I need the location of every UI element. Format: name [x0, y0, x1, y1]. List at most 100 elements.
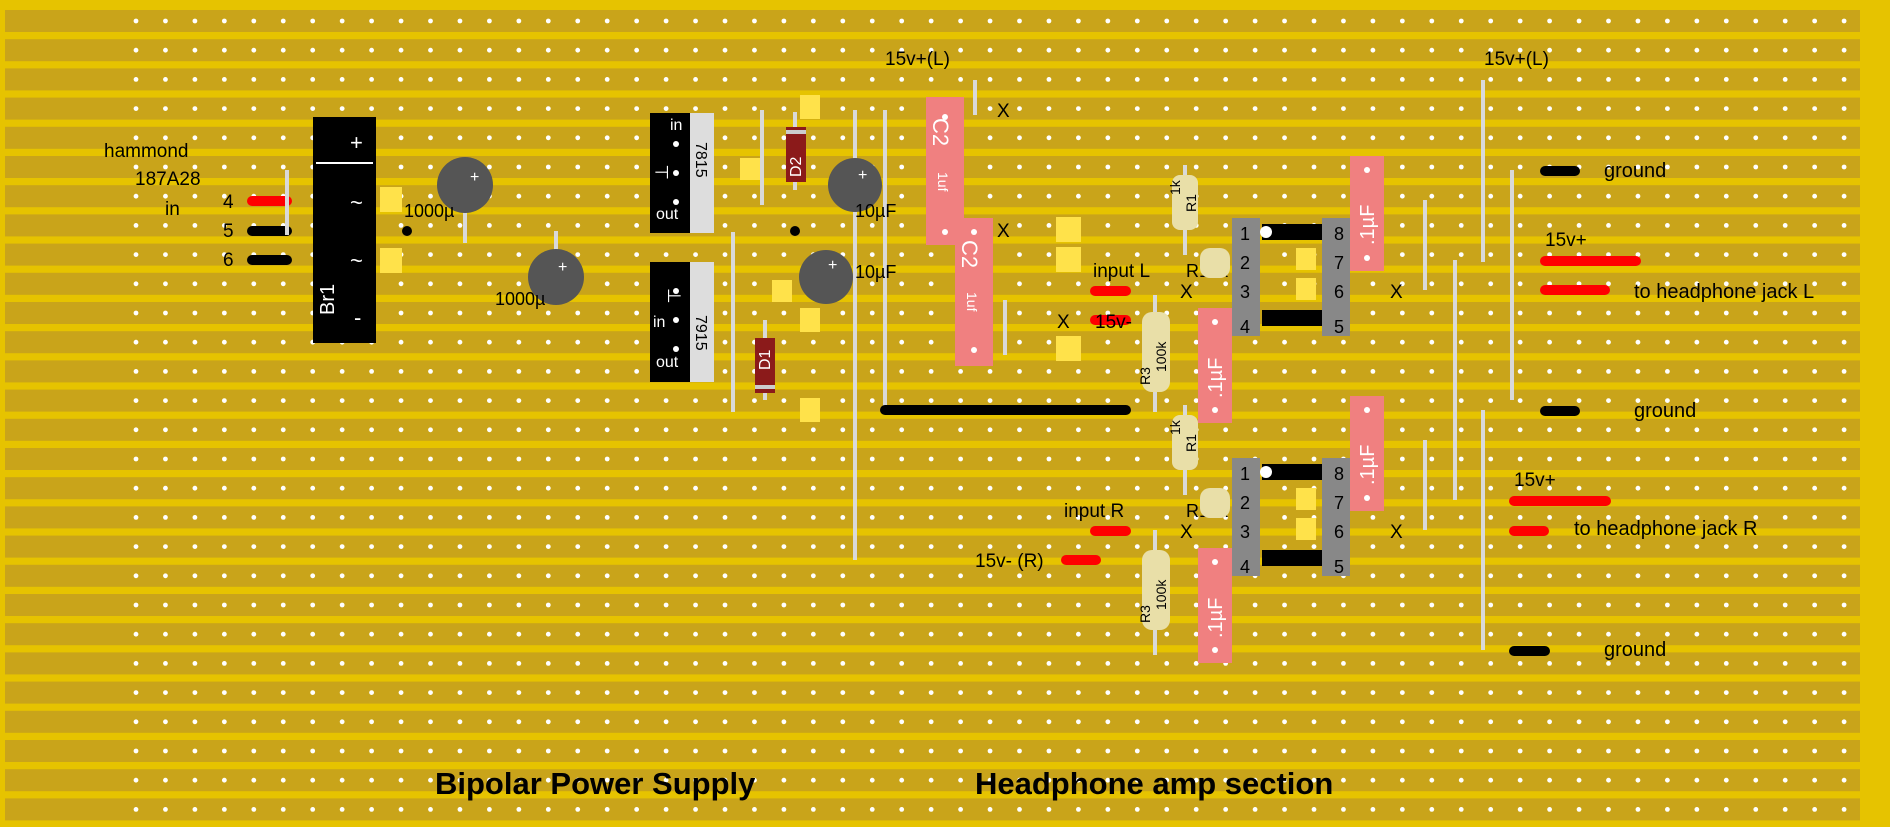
hammond-in-label: in	[165, 199, 180, 220]
strip-hole	[516, 398, 522, 403]
strip-hole	[663, 77, 669, 82]
strip-hole	[1635, 631, 1641, 637]
strip-hole	[1370, 18, 1376, 24]
strip-hole	[1105, 515, 1111, 520]
strip-hole	[1665, 807, 1670, 812]
strip-hole	[1341, 719, 1346, 725]
strip-hole	[428, 193, 433, 199]
strip-hole	[251, 807, 257, 812]
strip-hole	[604, 47, 610, 53]
strip-hole	[1635, 748, 1641, 754]
strip-hole	[810, 573, 816, 579]
strip-hole	[516, 690, 522, 695]
input-R-label: input R	[1064, 501, 1124, 522]
strip-hole	[251, 661, 257, 666]
strip-hole	[1134, 515, 1140, 520]
strip-hole	[1488, 573, 1494, 579]
strip-hole	[369, 544, 374, 549]
strip-hole	[1547, 398, 1552, 403]
strip-hole	[1193, 485, 1199, 491]
strip-hole	[1105, 602, 1111, 608]
strip-hole	[928, 661, 934, 666]
strip-hole	[545, 631, 551, 637]
strip-hole	[487, 661, 492, 666]
cap-01uF-3: .1µF	[1350, 156, 1384, 271]
strip-hole	[516, 427, 522, 433]
strip-hole	[1134, 485, 1140, 491]
strip-hole	[781, 310, 787, 316]
strip-hole	[545, 398, 551, 403]
strip-hole	[1547, 77, 1552, 82]
strip-hole	[634, 807, 640, 812]
strip-hole	[1017, 223, 1022, 228]
neg15-L-label: 15v-	[1095, 312, 1132, 333]
strip-hole	[987, 456, 993, 462]
strip-hole	[398, 135, 404, 141]
strip-hole	[133, 777, 139, 783]
strip-hole	[575, 398, 581, 403]
strip-hole	[1547, 748, 1552, 754]
strip-hole	[1606, 398, 1611, 403]
strip-hole	[1105, 777, 1111, 783]
strip-hole	[1311, 193, 1317, 199]
strip-hole	[958, 456, 963, 462]
strip-hole	[722, 661, 728, 666]
strip-hole	[516, 602, 522, 608]
strip-hole	[1399, 661, 1405, 666]
strip-hole	[1046, 777, 1052, 783]
strip-hole	[575, 252, 581, 257]
strip-hole	[1076, 602, 1081, 608]
strip-hole	[1517, 18, 1523, 24]
strip-hole	[192, 719, 198, 725]
strip-hole	[310, 777, 316, 783]
strip-hole	[545, 47, 551, 53]
strip-hole	[1606, 573, 1611, 579]
strip-hole	[545, 807, 551, 812]
strip-hole	[1370, 47, 1376, 53]
strip-hole	[752, 777, 757, 783]
strip-hole	[251, 281, 257, 287]
strip-hole	[1694, 602, 1700, 608]
strip-hole	[1782, 544, 1788, 549]
strip-hole	[1076, 573, 1081, 579]
strip-hole	[1046, 398, 1052, 403]
strip-hole	[457, 281, 463, 287]
strip-hole	[1635, 427, 1641, 433]
strip-hole	[1458, 690, 1464, 695]
strip-hole	[1429, 573, 1435, 579]
strip-hole	[457, 690, 463, 695]
strip-hole	[781, 369, 787, 374]
strip-hole	[133, 106, 139, 111]
strip-hole	[369, 602, 374, 608]
pad-col-1	[1056, 217, 1081, 242]
strip-hole	[958, 544, 963, 549]
strip-hole	[1223, 456, 1229, 462]
strip-hole	[1723, 398, 1729, 403]
strip-hole	[1458, 281, 1464, 287]
pos15-label-2: 15v+	[1514, 470, 1556, 491]
strip-hole	[1341, 193, 1346, 199]
strip-hole	[1782, 748, 1788, 754]
strip-hole	[1105, 427, 1111, 433]
strip-hole	[634, 573, 640, 579]
strip-hole	[1635, 777, 1641, 783]
strip-hole	[1282, 106, 1287, 111]
diode-d1: D1	[755, 320, 775, 400]
strip-hole	[928, 252, 934, 257]
strip-hole	[1311, 427, 1317, 433]
strip-hole	[1311, 77, 1317, 82]
svg-text:7: 7	[1334, 253, 1344, 273]
strip-hole	[781, 631, 787, 637]
strip-hole	[163, 661, 168, 666]
strip-hole	[1753, 135, 1759, 141]
strip-hole	[1517, 807, 1523, 812]
strip-hole	[1282, 631, 1287, 637]
strip-hole	[810, 544, 816, 549]
strip-hole	[1429, 748, 1435, 754]
strip-hole	[398, 602, 404, 608]
strip-hole	[1193, 515, 1199, 520]
strip-hole	[1665, 661, 1670, 666]
strip-hole	[163, 77, 168, 82]
strip-hole	[310, 631, 316, 637]
strip-hole	[1576, 310, 1582, 316]
